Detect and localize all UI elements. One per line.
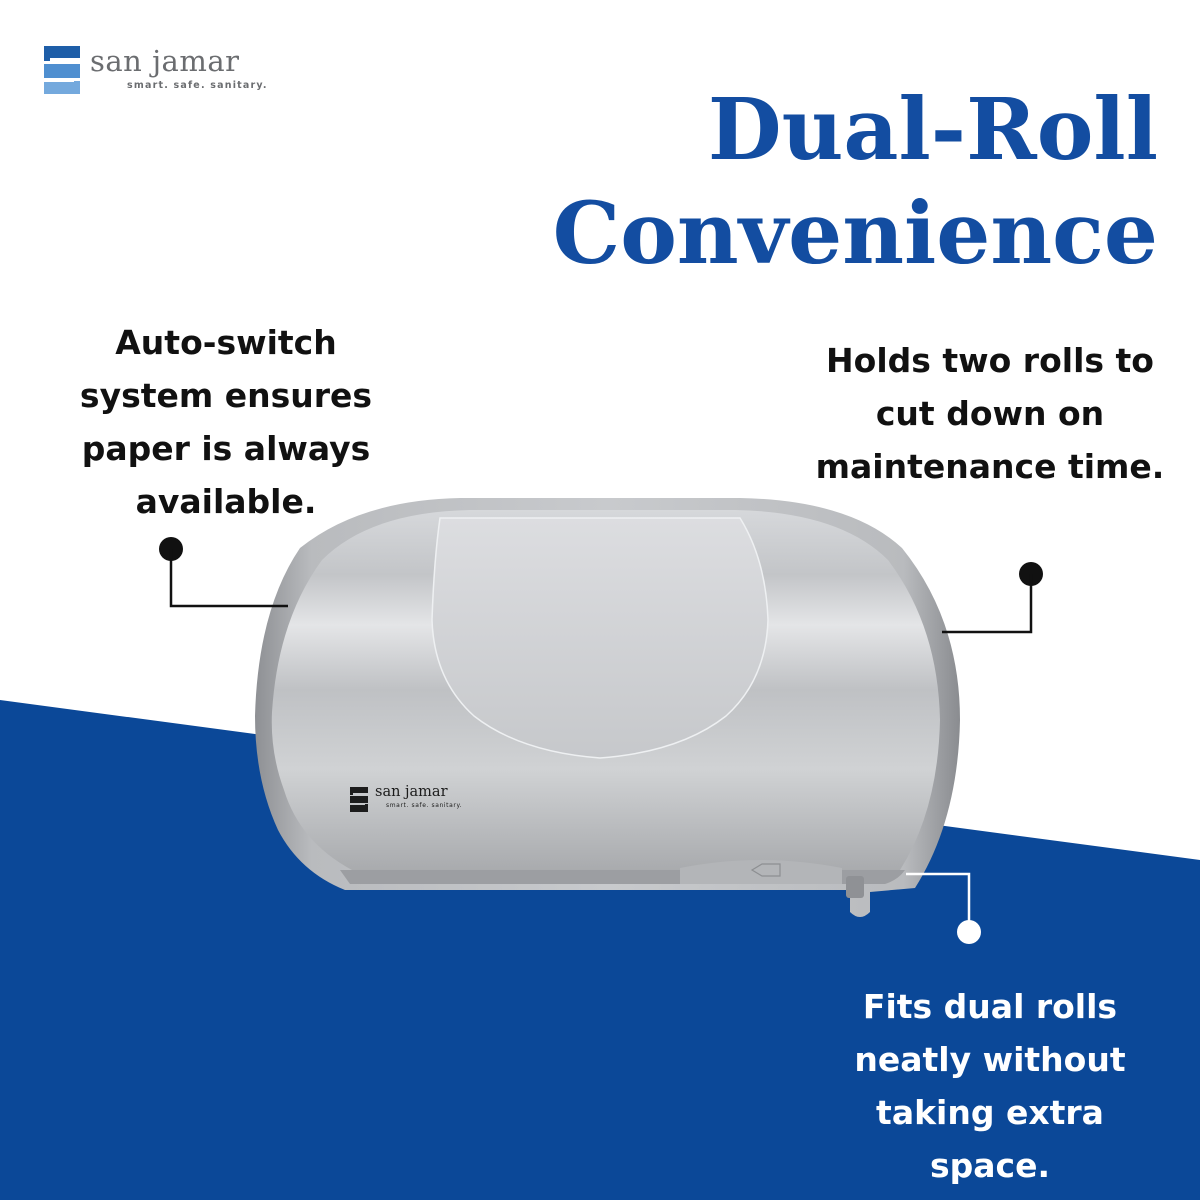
callout-two-rolls: Holds two rolls to cut down on maintenan…	[800, 334, 1180, 493]
callout-fits-dual-rolls: Fits dual rolls neatly without taking ex…	[820, 980, 1160, 1192]
page-title: Dual-Roll Convenience	[438, 78, 1158, 286]
brand-mark-icon	[44, 46, 80, 94]
product-logo-name: san jamar	[375, 784, 448, 800]
callout-line: maintenance time.	[815, 447, 1165, 486]
title-line-1: Dual-Roll	[707, 80, 1158, 180]
callout-line: Fits dual rolls	[862, 987, 1118, 1026]
callout-line: Holds two rolls to	[826, 341, 1154, 380]
left-callout-pointer	[159, 537, 288, 608]
product-logo: san jamar smart. safe. sanitary.	[348, 784, 478, 816]
brand-tagline: smart. safe. sanitary.	[127, 80, 268, 91]
callout-auto-switch: Auto-switch system ensures paper is alwa…	[40, 316, 412, 528]
callout-line: taking extra	[876, 1093, 1104, 1132]
callout-line: available.	[135, 482, 317, 521]
right-callout-pointer	[942, 562, 1043, 634]
title-line-2: Convenience	[552, 184, 1158, 284]
brand-name: san jamar	[90, 44, 240, 78]
callout-line: space.	[929, 1146, 1050, 1185]
bottom-callout-pointer	[906, 872, 981, 944]
callout-line: cut down on	[875, 394, 1105, 433]
product-brand-mark-icon	[350, 787, 368, 812]
product-logo-tagline: smart. safe. sanitary.	[386, 802, 463, 809]
callout-line: Auto-switch	[115, 323, 337, 362]
callout-line: system ensures	[79, 376, 373, 415]
callout-line: neatly without	[854, 1040, 1126, 1079]
brand-logo: san jamar smart. safe. sanitary.	[40, 44, 280, 98]
callout-line: paper is always	[81, 429, 371, 468]
